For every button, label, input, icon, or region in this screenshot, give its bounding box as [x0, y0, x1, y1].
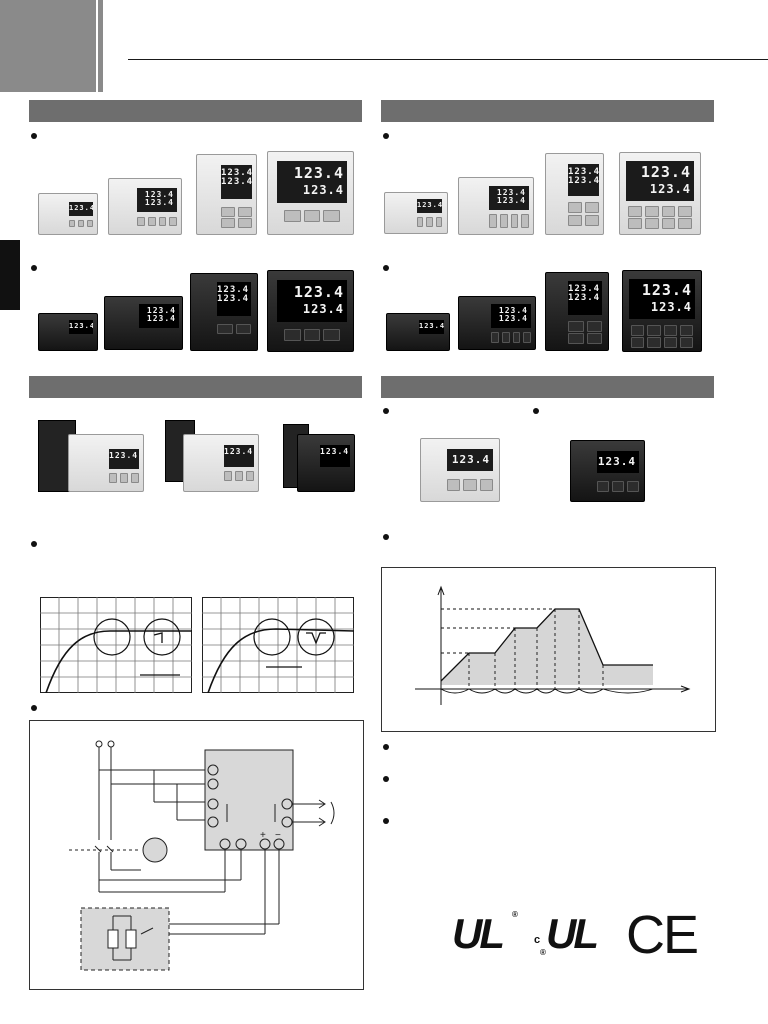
section-bar-4	[381, 376, 714, 398]
display-secondary: 123.4	[221, 177, 252, 187]
socket-unit-2: 123.4	[165, 420, 259, 492]
bullet	[31, 265, 37, 271]
header-corner-block	[0, 0, 96, 92]
display-secondary: 123.4	[650, 300, 692, 314]
bullet	[383, 133, 389, 139]
controller-dark-small: 123.4	[386, 313, 450, 351]
wiring-diagram: + −	[69, 740, 335, 971]
controller-light-single: 123.4	[420, 438, 500, 502]
bullet	[383, 408, 389, 414]
display-main: 123.4	[144, 190, 174, 199]
section-bar-2	[381, 100, 714, 122]
ul-logo: UL	[452, 910, 505, 957]
bullet	[31, 133, 37, 139]
display-secondary: 123.4	[568, 176, 599, 186]
display-main: 123.4	[293, 283, 344, 301]
display-main: 123.4	[419, 322, 444, 330]
controller-dark-small: 123.4	[38, 313, 98, 351]
bullet	[31, 541, 37, 547]
cul-prefix: c	[534, 934, 541, 946]
display-main: 123.4	[146, 306, 176, 315]
display-main: 123.4	[320, 447, 350, 456]
terminal-plus: +	[260, 830, 266, 841]
display-main: 123.4	[597, 455, 636, 468]
display-secondary: 123.4	[649, 182, 691, 196]
display-secondary: 123.4	[146, 314, 176, 323]
bullet	[31, 705, 37, 711]
display-secondary: 123.4	[496, 196, 526, 205]
display-main: 123.4	[641, 281, 692, 299]
display-main: 123.4	[293, 164, 344, 182]
display-secondary: 123.4	[302, 183, 344, 197]
display-main: 123.4	[217, 285, 250, 295]
bullet	[383, 818, 389, 824]
bullet	[383, 534, 389, 540]
controller-dark-single: 123.4	[570, 440, 645, 502]
display-main: 123.4	[568, 284, 601, 294]
bullet	[383, 265, 389, 271]
socket-unit-1: 123.4	[38, 420, 144, 492]
registered-mark: ®	[540, 948, 546, 957]
section-bar-3	[29, 376, 362, 398]
response-graph-left	[40, 597, 192, 693]
bullet	[533, 408, 539, 414]
ramp-soak-profile	[415, 585, 691, 705]
controller-light-small: 123.4	[38, 193, 98, 235]
header-corner-stripe	[98, 0, 103, 92]
side-index-tab	[0, 240, 20, 310]
socket-unit-3: 123.4	[283, 424, 355, 492]
display-main: 123.4	[109, 451, 139, 460]
display-main: 123.4	[69, 204, 93, 212]
display-secondary: 123.4	[217, 294, 250, 304]
display-main: 123.4	[568, 167, 599, 177]
display-main: 123.4	[496, 188, 526, 197]
bullet	[383, 744, 389, 750]
display-main: 123.4	[498, 306, 528, 315]
bullet	[383, 776, 389, 782]
display-secondary: 123.4	[568, 293, 601, 303]
section-bar-1	[29, 100, 362, 122]
response-graph-right	[202, 597, 354, 693]
display-secondary: 123.4	[498, 314, 528, 323]
terminal-minus: −	[275, 830, 281, 841]
ce-logo: CE	[626, 905, 699, 965]
display-secondary: 123.4	[302, 302, 344, 316]
controller-light-small: 123.4	[384, 192, 448, 234]
cul-logo: UL	[546, 910, 599, 957]
display-secondary: 123.4	[144, 198, 174, 207]
display-main: 123.4	[640, 163, 691, 181]
certification-logos: UL ® c ® UL CE	[448, 905, 710, 965]
registered-mark: ®	[512, 910, 518, 919]
wiring-diagram-frame	[29, 720, 364, 990]
display-main: 123.4	[417, 201, 442, 209]
title-rule	[128, 59, 768, 60]
display-main: 123.4	[69, 322, 93, 330]
display-main: 123.4	[224, 447, 254, 456]
display-main: 123.4	[451, 453, 490, 466]
display-main: 123.4	[221, 168, 252, 178]
